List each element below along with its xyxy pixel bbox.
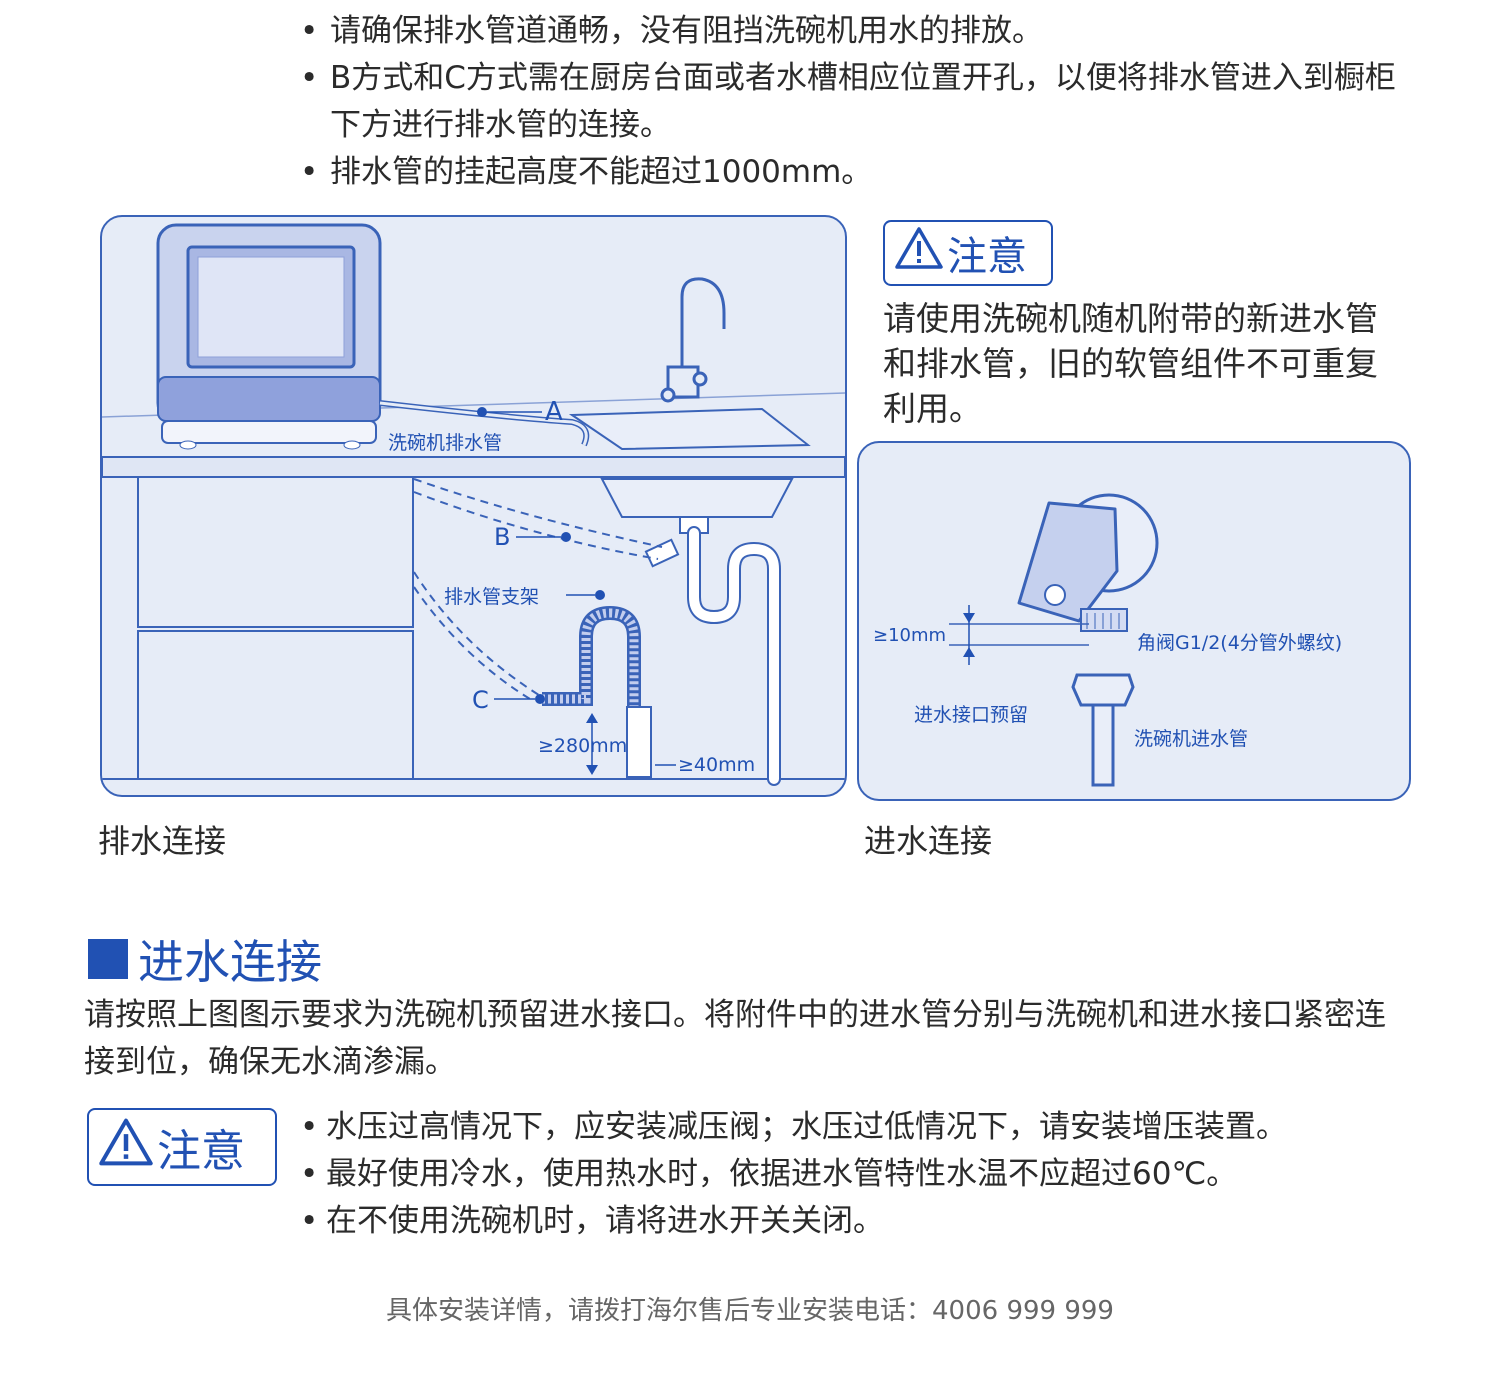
list-item: •水压过高情况下，应安装减压阀；水压过低情况下，请安装增压装置。 (300, 1109, 1287, 1145)
route-b (413, 478, 663, 548)
cabinet-drawer-bottom (137, 630, 414, 780)
attention-text: 请使用洗碗机随机附带的新进水管和排水管，旧的软管组件不可重复利用。 (883, 299, 1378, 428)
point-a-dot (477, 407, 487, 417)
height-label: ≥280mm (538, 735, 627, 757)
drain-hose-bracket (542, 605, 652, 778)
attention-notes-list: •水压过高情况下，应安装减压阀；水压过低情况下，请安装增压装置。 •最好使用冷水… (300, 1104, 1410, 1245)
inlet-hose-icon (1071, 673, 1135, 787)
inlet-caption: 进水连接 (864, 822, 993, 860)
warning-triangle-icon (99, 1117, 153, 1178)
faucet-icon (660, 277, 726, 403)
drain-diagram-panel: A 洗碗机排水管 B 排水管支架 C ≥280mm ≥40mm (100, 215, 847, 797)
list-item: •请确保排水管道通畅，没有阻挡洗碗机用水的排放。 (300, 13, 1043, 49)
dishwasher-icon (156, 223, 382, 450)
list-item: •B方式和C方式需在厨房台面或者水槽相应位置开孔，以便将排水管进入到橱柜下方进行… (300, 60, 1396, 143)
list-item: •在不使用洗碗机时，请将进水开关关闭。 (300, 1203, 884, 1239)
route-c (413, 571, 543, 698)
attention-badge-2: 注意 (87, 1108, 277, 1186)
gap-label: ≥40mm (678, 754, 755, 776)
top-notes-list: •请确保排水管道通畅，没有阻挡洗碗机用水的排放。 •B方式和C方式需在厨房台面或… (300, 8, 1410, 196)
label-b: B (494, 523, 510, 551)
section-paragraph: 请按照上图图示要求为洗碗机预留进水接口。将附件中的进水管分别与洗碗机和进水接口紧… (84, 997, 1386, 1080)
reserve-label: 进水接口预留 (914, 704, 1028, 726)
valve-label: 角阀G1/2(4分管外螺纹) (1137, 632, 1342, 654)
angle-valve-icon (1017, 493, 1159, 632)
drain-hose-label: 洗碗机排水管 (388, 432, 502, 454)
footer-hotline: 具体安装详情，请拨打海尔售后专业安装电话：4006 999 999 (386, 1296, 1114, 1326)
attention-label: 注意 (947, 234, 1027, 280)
bracket-label: 排水管支架 (444, 586, 539, 608)
attention-label: 注意 (157, 1126, 245, 1177)
section-title: 进水连接 (138, 935, 322, 989)
cabinet-drawer-top (137, 476, 414, 628)
clearance-label: ≥10mm (873, 625, 946, 646)
drain-caption: 排水连接 (98, 822, 227, 860)
attention-badge: 注意 (883, 220, 1053, 286)
inlet-hose-label: 洗碗机进水管 (1134, 728, 1248, 750)
list-item: •最好使用冷水，使用热水时，依据进水管特性水温不应超过60℃。 (300, 1156, 1238, 1192)
drain-diagram: A 洗碗机排水管 B 排水管支架 C ≥280mm ≥40mm (102, 223, 845, 786)
heading-square-icon (88, 939, 128, 979)
label-c: C (472, 686, 489, 714)
label-a: A (545, 397, 563, 427)
section-heading: 进水连接 (88, 926, 322, 992)
list-item: •排水管的挂起高度不能超过1000mm。 (300, 154, 873, 190)
inlet-diagram: ≥10mm 角阀G1/2(4分管外螺纹) 进水接口预留 洗碗机进水管 (873, 493, 1342, 787)
sink-icon (568, 407, 811, 786)
warning-triangle-icon (895, 226, 943, 280)
inlet-diagram-panel: ≥10mm 角阀G1/2(4分管外螺纹) 进水接口预留 洗碗机进水管 (857, 441, 1411, 801)
countertop (102, 456, 845, 478)
